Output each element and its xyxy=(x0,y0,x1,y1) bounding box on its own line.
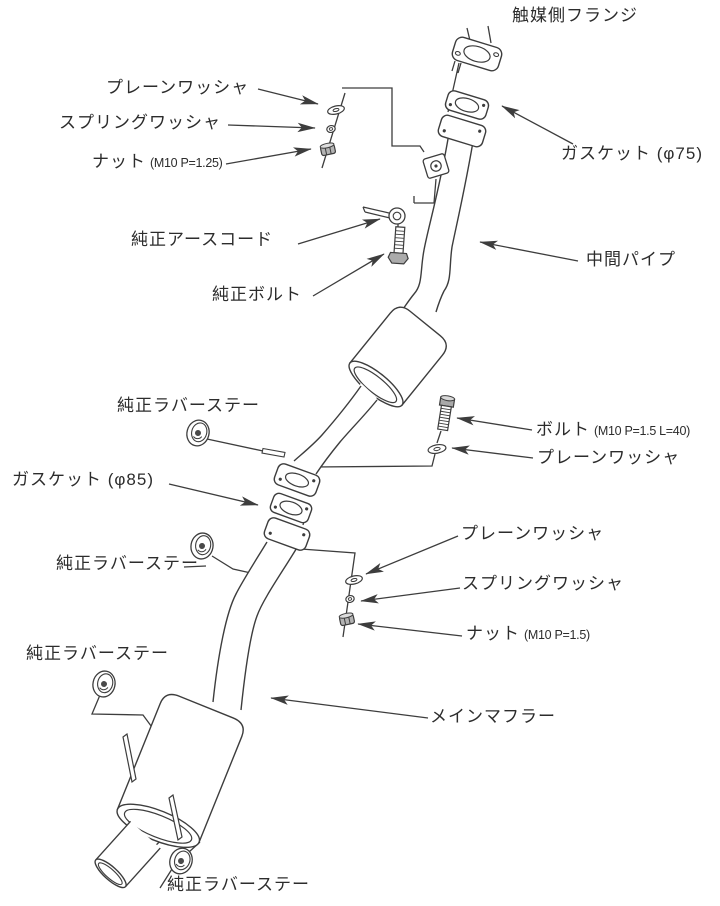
label-plain-washer-low: プレーンワッシャ xyxy=(461,524,605,543)
label-earth-cord: 純正アースコード xyxy=(131,230,274,249)
stock-earth-cord-part xyxy=(363,207,405,224)
label-gasket-75: ガスケット (φ75) xyxy=(561,144,703,163)
plain-washer-low-part xyxy=(345,574,363,586)
rubber-stay-grommet-1 xyxy=(184,418,212,449)
label-intermediate-pipe: 中間パイプ xyxy=(586,250,676,269)
label-nut-low: ナット(M10 P=1.5) xyxy=(466,624,590,643)
stock-bolt-part xyxy=(388,226,410,264)
intermediate-pipe-top-flange xyxy=(437,114,487,148)
nut-low-part xyxy=(339,612,355,626)
mid-junction-upper-flange xyxy=(273,462,322,498)
intermediate-pipe-lower xyxy=(294,383,377,474)
gasket-75 xyxy=(444,89,490,120)
mid-junction-lower-flange xyxy=(263,516,312,552)
label-rubber-stay-3: 純正ラバーステー xyxy=(26,644,169,663)
label-spring-washer-low: スプリングワッシャ xyxy=(462,574,624,593)
label-bolt-mid: ボルト(M10 P=1.5 L=40) xyxy=(536,420,690,439)
spring-washer-low-part xyxy=(345,595,355,604)
label-rubber-stay-4: 純正ラバーステー xyxy=(167,875,310,894)
rubber-stay-grommet-3 xyxy=(91,669,118,699)
label-plain-washer-top: プレーンワッシャ xyxy=(106,78,250,97)
label-nut-top-spec: (M10 P=1.25) xyxy=(150,156,223,170)
spring-washer-top-part xyxy=(326,125,336,134)
muffler-hanger-rods xyxy=(123,734,182,840)
catalyst-side-flange xyxy=(451,36,504,73)
label-main-muffler: メインマフラー xyxy=(430,707,556,726)
label-spring-washer-top: スプリングワッシャ xyxy=(59,113,221,132)
label-rubber-stay-1: 純正ラバーステー xyxy=(117,396,260,415)
rubber-stay-grommet-2 xyxy=(189,531,215,560)
gasket-85 xyxy=(269,492,313,524)
label-nut-top: ナット(M10 P=1.25) xyxy=(92,152,223,171)
bolt-mid-part xyxy=(436,395,455,431)
intermediate-pipe-upper xyxy=(398,130,475,316)
exhaust-tip xyxy=(91,821,160,891)
label-rubber-stay-2: 純正ラバーステー xyxy=(56,554,199,573)
plain-washer-mid-part xyxy=(427,443,446,454)
rubber-stay-grommet-4 xyxy=(166,845,196,877)
pipe-bracket-tab xyxy=(423,153,450,179)
rubber-stay-pin-1 xyxy=(262,449,285,458)
muffler-inlet-pipe xyxy=(213,542,298,710)
plain-washer-top-part xyxy=(327,104,345,116)
label-plain-washer-mid: プレーンワッシャ xyxy=(537,448,681,467)
label-catalyst-flange: 触媒側フランジ xyxy=(512,6,638,25)
callout-arrows xyxy=(169,89,578,718)
label-bolt-mid-spec: (M10 P=1.5 L=40) xyxy=(594,424,690,438)
label-gasket-85: ガスケット (φ85) xyxy=(12,470,154,489)
nut-top-part xyxy=(320,142,336,156)
label-stock-bolt: 純正ボルト xyxy=(212,285,302,304)
label-nut-low-spec: (M10 P=1.5) xyxy=(524,628,590,642)
